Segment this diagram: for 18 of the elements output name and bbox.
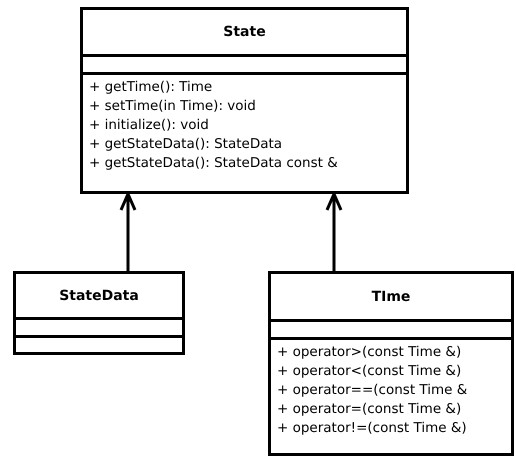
inheritance-arrow [326,192,342,271]
class-box [80,7,409,194]
method-signature: + setTime(in Time): void [89,97,257,116]
class-box [13,271,185,355]
method-signature: + operator<(const Time &) [277,362,462,381]
method-signature: + operator=(const Time &) [277,400,462,419]
class-name: State [223,24,266,40]
method-signature: + operator!=(const Time &) [277,419,468,438]
method-signature: + operator==(const Time & [277,381,468,400]
class-box [268,271,514,456]
method-signature: + operator>(const Time &) [277,343,462,362]
class-name: StateData [59,288,139,304]
method-signature: + getStateData(): StateData const & [89,154,339,173]
method-signature: + getTime(): Time [89,78,214,97]
method-signature: + initialize(): void [89,116,210,135]
class-name: TIme [372,288,410,304]
method-signature: + getStateData(): StateData [89,135,284,154]
inheritance-arrow [120,192,136,271]
